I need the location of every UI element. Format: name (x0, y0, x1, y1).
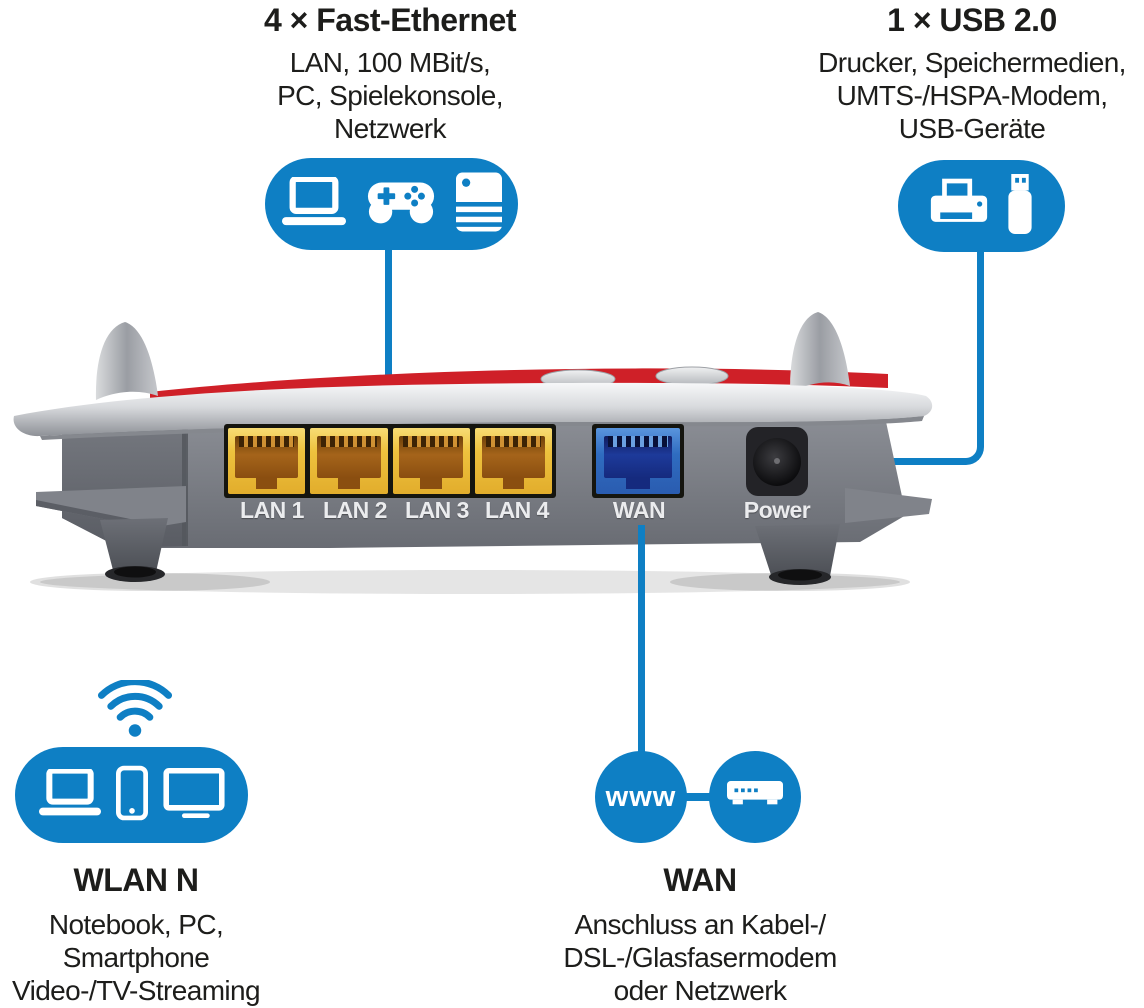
power-jack-hole (753, 437, 801, 486)
usb-device-pill (898, 160, 1065, 252)
wlan-line-2: Smartphone (62, 942, 210, 973)
usb-connector-line (886, 252, 984, 465)
lan-port-1-pins (238, 435, 295, 448)
ethernet-callout-title: 4 × Fast-Ethernet (263, 2, 517, 38)
modem-icon (726, 780, 784, 814)
lan-port-4 (474, 428, 552, 494)
foot-right (755, 524, 840, 578)
power-label: Power (743, 497, 811, 523)
lan-port-4-tab (502, 476, 525, 489)
router-shadow (40, 570, 900, 594)
wlan-device-pill (15, 747, 248, 843)
power-jack (746, 427, 808, 496)
router-button-right (655, 366, 729, 386)
usb-callout-text: Drucker, Speichermedien, UMTS-/HSPA-Mode… (800, 46, 1144, 145)
lan-port-2-pins (321, 435, 377, 448)
router-body-edge (182, 423, 188, 546)
lan-port-2 (310, 428, 388, 494)
usb-line-2: UMTS-/HSPA-Modem, (836, 80, 1108, 111)
wan-label: WAN (612, 497, 666, 523)
router-illustration (13, 312, 933, 594)
wlan-line-3: Video-/TV-Streaming (12, 975, 261, 1006)
wlan-line-1: Notebook, PC, (48, 909, 224, 940)
foot-left-pad-inner (114, 566, 156, 578)
www-label: www (605, 780, 677, 813)
ethernet-line-2: PC, Spielekonsole, (277, 80, 503, 111)
router-top-wing (13, 382, 933, 437)
wan-line-3: oder Netzwerk (613, 975, 787, 1006)
usb-line-1: Drucker, Speichermedien, (818, 47, 1126, 78)
wan-port-pins (607, 435, 669, 448)
bottom-wing-right (845, 488, 932, 523)
www-circle: www (595, 751, 687, 843)
laptop-icon (38, 767, 101, 822)
antenna-left (95, 322, 158, 400)
ethernet-line-3: Netzwerk (334, 113, 446, 144)
laptop-icon (281, 175, 346, 232)
gamepad-icon (366, 178, 436, 231)
modem-circle (709, 751, 801, 843)
lan-port-4-pins (485, 435, 542, 448)
wlan-callout-title: WLAN N (73, 862, 199, 898)
www-modem-connector (683, 793, 711, 801)
tv-icon (162, 767, 225, 823)
wan-port-tab (626, 476, 650, 489)
lan-port-2-tab (338, 476, 360, 489)
wan-callout-text: Anschluss an Kabel-/ DSL-/Glasfasermodem… (530, 908, 870, 1007)
wlan-callout-text: Notebook, PC, Smartphone Video-/TV-Strea… (0, 908, 272, 1007)
lan-port-3 (392, 428, 470, 494)
wan-port (592, 424, 684, 498)
wan-line-2: DSL-/Glasfasermodem (563, 942, 837, 973)
lan-port-3-pins (403, 435, 459, 448)
lan-port-block (224, 424, 556, 498)
printer-icon (929, 178, 989, 235)
usb-line-3: USB-Geräte (898, 113, 1046, 144)
antenna-right (790, 312, 850, 392)
wan-port-socket (596, 428, 680, 494)
ethernet-callout-text: LAN, 100 MBit/s, PC, Spielekonsole, Netz… (190, 46, 590, 145)
power-jack-pin (774, 457, 780, 464)
nas-server-icon (455, 172, 502, 237)
foot-right-pad-inner (778, 569, 822, 581)
foot-left (100, 518, 168, 574)
ethernet-line-1: LAN, 100 MBit/s, (289, 47, 491, 78)
router-shadow-left (30, 573, 270, 591)
usb-stick-icon (1005, 173, 1035, 239)
lan-port-1 (228, 428, 306, 494)
lan-3-label: LAN 3 (405, 497, 469, 523)
lan-2-label: LAN 2 (323, 497, 387, 523)
lan-port-1-tab (255, 476, 278, 489)
lan-port-3-tab (420, 476, 442, 489)
wan-connector-line (638, 525, 645, 753)
smartphone-icon (115, 765, 148, 826)
lan-4-label: LAN 4 (485, 497, 549, 523)
wifi-icon (96, 678, 174, 747)
wan-callout-title: WAN (663, 862, 737, 898)
wan-line-1: Anschluss an Kabel-/ (574, 909, 826, 940)
usb-callout-title: 1 × USB 2.0 (887, 2, 1057, 38)
ethernet-connector-line (385, 250, 392, 417)
lan-1-label: LAN 1 (240, 497, 304, 523)
bottom-wing-left (36, 486, 186, 528)
ethernet-device-pill (265, 158, 518, 250)
